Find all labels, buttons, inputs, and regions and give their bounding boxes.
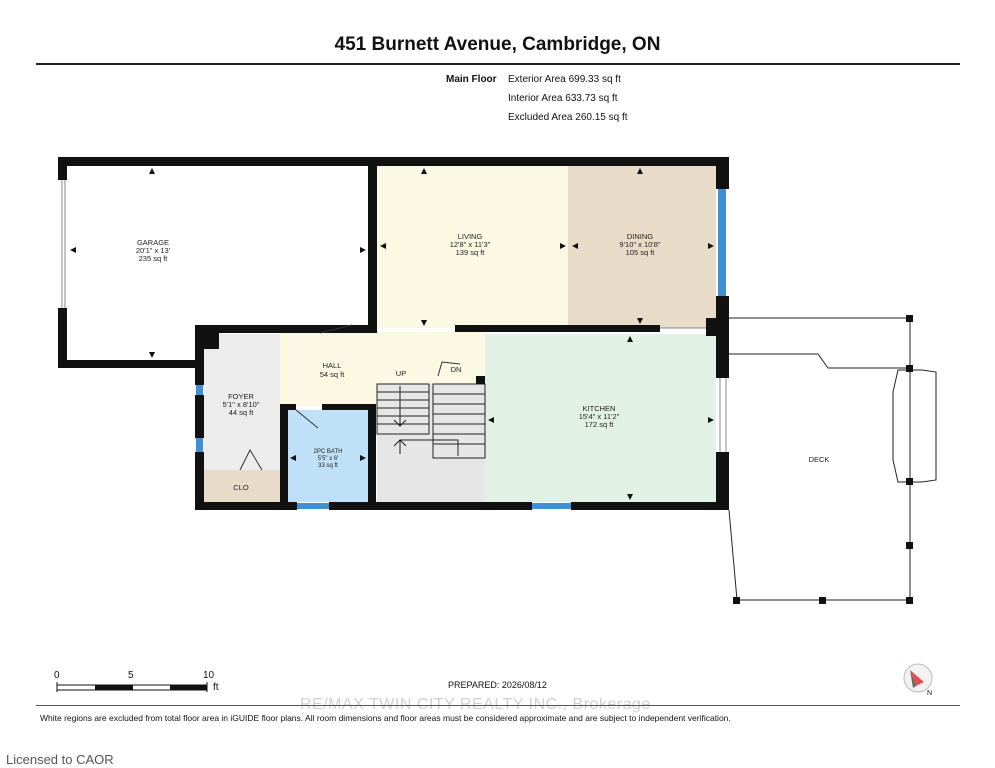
living-dims: 12'8" x 11'3" <box>450 240 491 249</box>
floor-label: Main Floor <box>446 74 497 85</box>
kitchen-name: KITCHEN <box>583 404 616 413</box>
scale-bar <box>56 682 208 692</box>
doors <box>239 324 461 471</box>
dimension-markers <box>70 168 714 500</box>
watermark: RE/MAX TWIN CITY REALTY INC., Brokerage <box>300 696 651 713</box>
dining-room-fill <box>568 165 716 328</box>
interior-area: Interior Area 633.73 sq ft <box>508 93 618 104</box>
bath-area: 33 sq ft <box>318 463 338 469</box>
living-room-fill <box>376 165 568 328</box>
windows <box>196 189 726 509</box>
scale-unit: ft <box>213 682 219 693</box>
kitchen-fill <box>485 334 716 502</box>
dining-area: 105 sq ft <box>626 248 656 257</box>
stairs-up-label: UP <box>396 369 406 378</box>
foyer-fill <box>204 334 280 470</box>
stairs-down-label: DN <box>451 365 462 374</box>
footer-rule <box>36 705 960 706</box>
compass-icon <box>903 663 933 693</box>
garage-area: 235 sq ft <box>139 254 169 263</box>
deck-posts <box>733 315 913 604</box>
bath-fill <box>288 410 368 502</box>
window-frames <box>61 180 727 452</box>
stair-fill <box>377 384 485 502</box>
foyer-dims: 5'1" x 8'10" <box>223 400 260 409</box>
exterior-area: Exterior Area 699.33 sq ft <box>508 74 621 85</box>
room-labels: GARAGE 20'1" x 13' 235 sq ft LIVING 12'8… <box>136 232 830 492</box>
license-text: Licensed to CAOR <box>6 752 114 767</box>
living-name: LIVING <box>458 232 483 241</box>
foyer-area: 44 sq ft <box>229 408 255 417</box>
area-values: Exterior Area 699.33 sq ft Interior Area… <box>508 70 628 127</box>
compass-north-label: N <box>927 690 933 697</box>
scale-tick-0: 0 <box>54 670 60 681</box>
scale-tick-10: 10 <box>203 670 215 681</box>
page-title: 451 Burnett Avenue, Cambridge, ON <box>334 34 661 55</box>
scale-tick-5: 5 <box>128 670 134 681</box>
deck-name: DECK <box>809 455 830 464</box>
dining-name: DINING <box>627 232 653 241</box>
hall-area: 54 sq ft <box>320 370 346 379</box>
closet-fill <box>204 470 280 502</box>
living-area: 139 sq ft <box>456 248 486 257</box>
excluded-area: Excluded Area 260.15 sq ft <box>508 112 628 123</box>
bath-name: 2PC BATH <box>314 449 343 455</box>
garage-dims: 20'1" x 13' <box>136 246 171 255</box>
prepared-date: PREPARED: 2026/08/12 <box>448 680 547 690</box>
deck-outline <box>728 317 937 601</box>
kitchen-area: 172 sq ft <box>585 420 615 429</box>
foyer-name: FOYER <box>228 392 254 401</box>
bath-dims: 5'5" x 6' <box>318 456 339 462</box>
closet-name: CLO <box>233 483 249 492</box>
walls <box>58 157 729 510</box>
stairs <box>376 383 486 459</box>
footnote: White regions are excluded from total fl… <box>40 713 731 723</box>
dining-dims: 9'10" x 10'8" <box>619 240 660 249</box>
garage-name: GARAGE <box>137 238 169 247</box>
hall-name: HALL <box>323 361 342 370</box>
kitchen-dims: 15'4" x 11'2" <box>579 412 620 421</box>
title-rule <box>36 63 960 65</box>
